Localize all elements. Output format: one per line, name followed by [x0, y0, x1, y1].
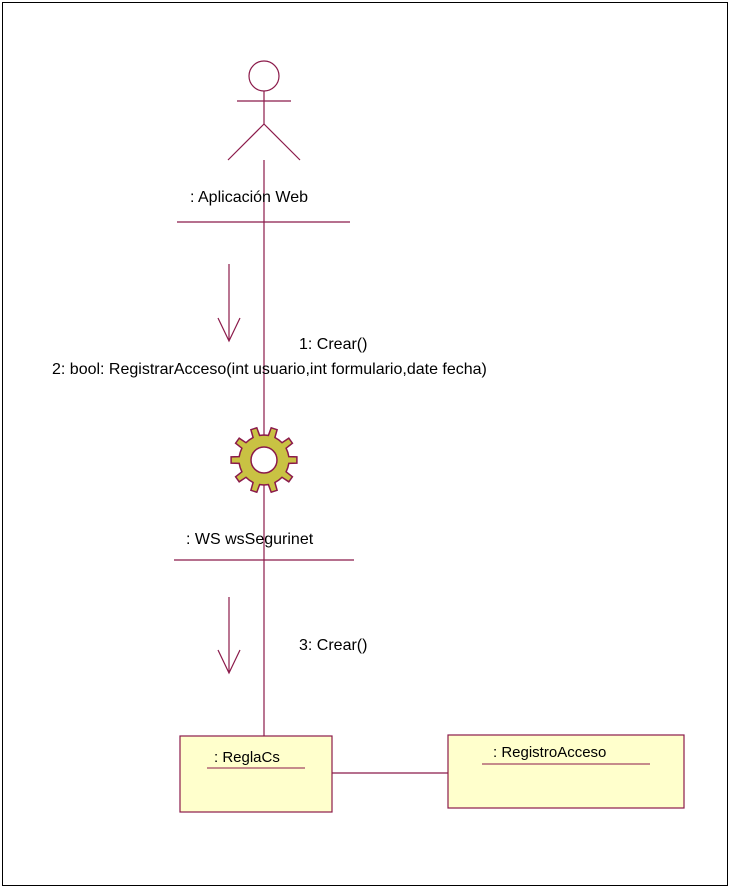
object-name-registroacceso: : RegistroAcceso — [493, 744, 607, 761]
gear-icon[interactable] — [230, 426, 298, 494]
ws-name: : WS wsSegurinet — [186, 531, 314, 548]
message-arrow-down-icon — [217, 264, 241, 343]
message-arrow-down-icon — [217, 597, 241, 675]
message-label-1: 1: Crear() — [299, 336, 368, 353]
gear-hole — [250, 446, 278, 474]
object-box-reglacs[interactable] — [179, 735, 333, 813]
object-name-reglacs: : ReglaCs — [214, 749, 280, 766]
message-label-2: 2: bool: RegistrarAcceso(int usuario,int… — [52, 361, 487, 378]
actor-stick-figure-icon[interactable] — [227, 60, 301, 161]
message-label-3: 3: Crear() — [299, 637, 368, 654]
object-box-registroacceso[interactable] — [447, 734, 685, 809]
actor-name: : Aplicación Web — [190, 189, 308, 206]
